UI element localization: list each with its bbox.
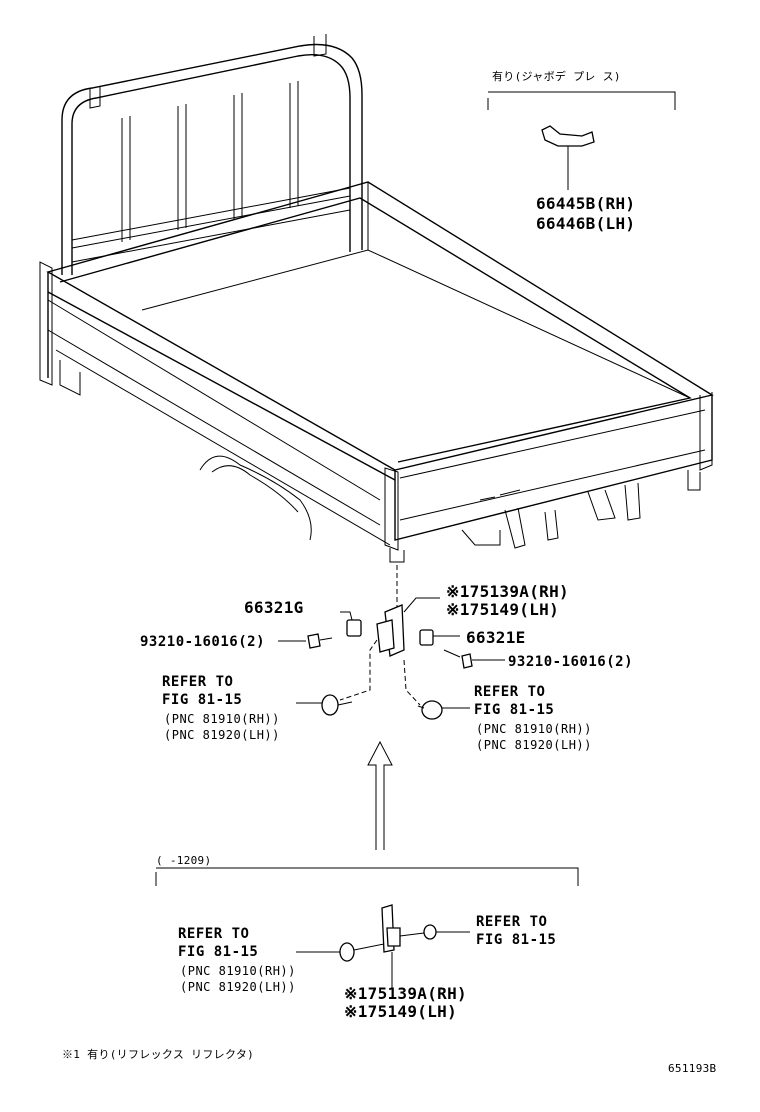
figure-id: 651193B [668, 1062, 717, 1075]
part-label-brace-rh: 66445B(RH) [536, 194, 636, 213]
part-label-screw-right: 93210-16016(2) [508, 654, 634, 670]
part-label-reflector-lh-bottom: ※175149(LH) [344, 1002, 458, 1021]
ref-right-top-line2: FIG 81-15 [474, 702, 555, 718]
reflector-assembly-top [278, 565, 505, 720]
part-label-spacer-right: 66321E [466, 628, 526, 647]
ref-right-bottom-line2: FIG 81-15 [476, 932, 557, 948]
ref-left-bottom-line2: FIG 81-15 [178, 944, 259, 960]
optional-brace-note: 有り(ジャボデ プレ ス) [492, 70, 621, 83]
truck-bed-illustration [39, 34, 714, 563]
ref-left-bottom-pnc2: (PNC 81920(LH)) [180, 980, 296, 994]
ref-left-top-line1: REFER TO [162, 674, 234, 690]
part-label-spacer-left: 66321G [244, 598, 304, 617]
ref-left-top-pnc1: (PNC 81910(RH)) [164, 712, 280, 726]
ref-right-top-pnc2: (PNC 81920(LH)) [476, 738, 592, 752]
ref-left-bottom-pnc1: (PNC 81910(RH)) [180, 964, 296, 978]
reflector-assembly-bottom [155, 867, 579, 990]
part-label-brace-lh: 66446B(LH) [536, 214, 636, 233]
ref-right-bottom-line1: REFER TO [476, 914, 548, 930]
part-label-reflector-rh-top: ※175139A(RH) [446, 582, 569, 601]
part-label-screw-left: 93210-16016(2) [140, 634, 266, 650]
part-label-reflector-rh-bottom: ※175139A(RH) [344, 984, 467, 1003]
ref-left-top-pnc2: (PNC 81920(LH)) [164, 728, 280, 742]
brace-illustration [487, 91, 676, 190]
date-range-note: ( -1209) [156, 854, 212, 867]
direction-arrow [367, 740, 393, 850]
ref-left-top-line2: FIG 81-15 [162, 692, 243, 708]
footnote: ※1 有り(リフレックス リフレクタ) [62, 1048, 255, 1061]
part-label-reflector-lh-top: ※175149(LH) [446, 600, 560, 619]
ref-right-top-line1: REFER TO [474, 684, 546, 700]
ref-left-bottom-line1: REFER TO [178, 926, 250, 942]
ref-right-top-pnc1: (PNC 81910(RH)) [476, 722, 592, 736]
